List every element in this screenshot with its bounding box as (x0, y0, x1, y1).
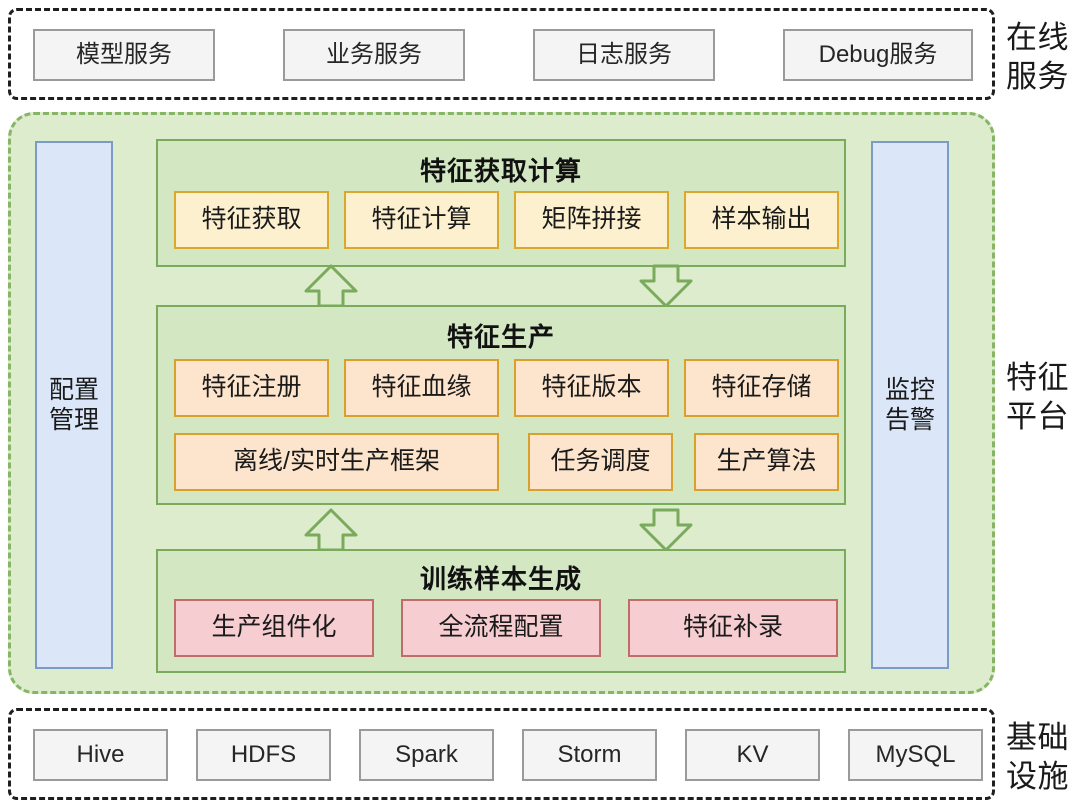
group-training-sample-generation: 训练样本生成 生产组件化 全流程配置 特征补录 (156, 549, 846, 673)
infrastructure-caption: 基础 设施 (1006, 720, 1069, 795)
online-service-box-2[interactable]: 业务服务 (283, 29, 465, 81)
group-feature-production: 特征生产 特征注册 特征血缘 特征版本 特征存储 离线/实时生产框架 任务调度 … (156, 305, 846, 505)
infra-box-5[interactable]: KV (685, 729, 820, 781)
chip-feature-compute[interactable]: 特征计算 (344, 191, 499, 249)
online-service-box-1[interactable]: 模型服务 (33, 29, 215, 81)
arrow-up-fetch-from-production (304, 264, 358, 308)
feature-platform-caption: 特征 平台 (1006, 360, 1069, 435)
infrastructure-band: Hive HDFS Spark Storm KV MySQL (8, 708, 995, 800)
chip-feature-backfill[interactable]: 特征补录 (628, 599, 838, 657)
group-title-training-sample-generation: 训练样本生成 (419, 564, 582, 594)
infra-box-6[interactable]: MySQL (848, 729, 983, 781)
infra-box-1[interactable]: Hive (33, 729, 168, 781)
infra-box-4[interactable]: Storm (522, 729, 657, 781)
online-services-band: 模型服务 业务服务 日志服务 Debug服务 (8, 8, 995, 100)
group-title-feature-production: 特征生产 (446, 322, 555, 352)
online-service-box-3[interactable]: 日志服务 (533, 29, 715, 81)
chip-feature-lineage[interactable]: 特征血缘 (344, 359, 499, 417)
infra-box-2[interactable]: HDFS (196, 729, 331, 781)
config-management-pillar[interactable]: 配置 管理 (35, 141, 113, 669)
chip-feature-version[interactable]: 特征版本 (514, 359, 669, 417)
feature-platform-container: 配置 管理 监控 告警 特征获取计算 特征获取 特征计算 矩阵拼接 样本输出 特… (8, 112, 995, 694)
monitor-alarm-pillar[interactable]: 监控 告警 (871, 141, 949, 669)
arrow-up-production-from-training (304, 508, 358, 552)
group-feature-fetch-compute: 特征获取计算 特征获取 特征计算 矩阵拼接 样本输出 (156, 139, 846, 267)
chip-feature-storage[interactable]: 特征存储 (684, 359, 839, 417)
chip-full-process-config[interactable]: 全流程配置 (401, 599, 601, 657)
infra-box-3[interactable]: Spark (359, 729, 494, 781)
chip-offline-realtime-framework[interactable]: 离线/实时生产框架 (174, 433, 499, 491)
chip-feature-register[interactable]: 特征注册 (174, 359, 329, 417)
chip-sample-output[interactable]: 样本输出 (684, 191, 839, 249)
arrow-down-production-to-training (639, 508, 693, 552)
arrow-down-fetch-to-production (639, 264, 693, 308)
chip-task-schedule[interactable]: 任务调度 (528, 433, 673, 491)
chip-production-componentization[interactable]: 生产组件化 (174, 599, 374, 657)
chip-production-algorithm[interactable]: 生产算法 (694, 433, 839, 491)
online-services-caption: 在线 服务 (1006, 20, 1069, 95)
chip-matrix-concat[interactable]: 矩阵拼接 (514, 191, 669, 249)
chip-feature-fetch[interactable]: 特征获取 (174, 191, 329, 249)
group-title-feature-fetch-compute: 特征获取计算 (419, 156, 582, 186)
online-service-box-4[interactable]: Debug服务 (783, 29, 973, 81)
